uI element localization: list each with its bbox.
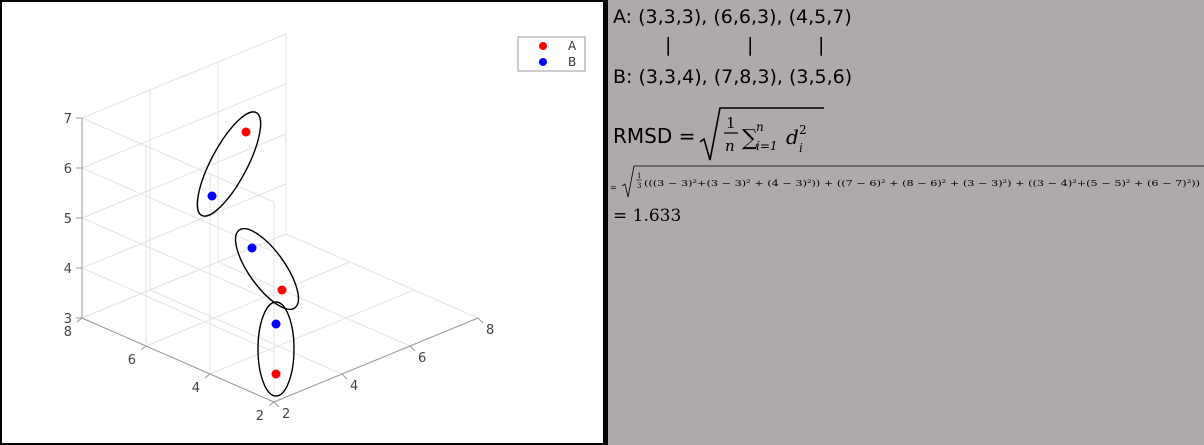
- gridline: [145, 261, 351, 347]
- legend-box: [517, 36, 586, 72]
- svg-text:(((3 − 3)²+(3 − 3)² + (4 − 3)²: (((3 − 3)²+(3 − 3)² + (4 − 3)²)) + ((7 −…: [644, 178, 1200, 188]
- gridline: [209, 289, 415, 375]
- pair-ellipses: [196, 111, 300, 397]
- svg-text:n: n: [756, 120, 764, 134]
- point-b: [247, 243, 257, 253]
- svg-text:1: 1: [726, 114, 736, 132]
- z-tick-label: 5: [64, 212, 72, 227]
- pair-ellipse: [234, 228, 300, 310]
- x-tick-mark: [409, 345, 416, 352]
- rmsd-result: = 1.633: [613, 206, 682, 226]
- gridline: [285, 233, 479, 319]
- math-panel: A: (3,3,3), (6,6,3), (4,5,7) | | | B: (3…: [608, 0, 1204, 445]
- point-a: [277, 285, 287, 295]
- z-tick-label: 3: [64, 312, 72, 327]
- x-tick-label: 6: [418, 351, 426, 366]
- pair-connector-2: |: [747, 34, 754, 56]
- legend-label-a: A: [568, 39, 577, 53]
- pair-connector-1: |: [665, 34, 672, 56]
- gridline: [81, 83, 287, 169]
- legend-marker-b: [539, 58, 547, 66]
- y-tick-label: 8: [64, 325, 72, 340]
- x-tick-mark: [341, 373, 348, 380]
- gridline: [81, 167, 275, 253]
- data-points: [207, 127, 287, 379]
- svg-text:n: n: [725, 137, 735, 155]
- gridline: [81, 267, 275, 353]
- svg-text:2: 2: [799, 123, 807, 137]
- x-tick-label: 4: [350, 379, 358, 394]
- point-b: [271, 319, 281, 329]
- gridline: [81, 133, 287, 219]
- rmsd-formula: 1 n ∑ n i=1 d 2 i: [699, 107, 824, 161]
- y-tick-mark: [268, 401, 275, 407]
- gridline: [149, 289, 343, 375]
- svg-text:d: d: [786, 125, 799, 149]
- svg-text:∑: ∑: [742, 126, 758, 151]
- point-a: [271, 369, 281, 379]
- y-tick-label: 4: [192, 381, 200, 396]
- legend-marker-a: [539, 42, 547, 50]
- x-tick-label: 2: [282, 407, 290, 422]
- legend: A B: [517, 36, 586, 72]
- gridline: [81, 183, 287, 269]
- set-b-points: B: (3,3,4), (7,8,3), (3,5,6): [613, 66, 853, 88]
- y-axis-line: [81, 317, 275, 403]
- x-tick-mark: [273, 401, 280, 408]
- point-a: [241, 127, 251, 137]
- pair-connector-3: |: [818, 34, 825, 56]
- x-tick-label: 8: [486, 323, 494, 338]
- z-tick-label: 6: [64, 162, 72, 177]
- svg-text:i=1: i=1: [756, 139, 778, 153]
- gridline: [81, 33, 287, 119]
- z-tick-label: 7: [64, 112, 72, 127]
- svg-text:i: i: [799, 141, 803, 155]
- y-tick-label: 6: [128, 353, 136, 368]
- y-tick-mark: [204, 373, 211, 379]
- svg-text:1: 1: [637, 172, 641, 180]
- y-tick-mark: [140, 345, 147, 351]
- y-tick-mark: [76, 317, 83, 323]
- pair-ellipse: [257, 301, 295, 397]
- rmsd-expanded-expression: = 1 3 (((3 − 3)²+(3 − 3)² + (4 − 3)²)) +…: [610, 165, 1204, 198]
- x-axis-line: [273, 317, 479, 403]
- pair-ellipse: [196, 111, 262, 217]
- x-tick-mark: [477, 317, 484, 324]
- rmsd-label: RMSD =: [613, 124, 696, 148]
- set-a-points: A: (3,3,3), (6,6,3), (4,5,7): [613, 6, 852, 28]
- z-tick-label: 4: [64, 262, 72, 277]
- grid-layer: [81, 33, 479, 403]
- point-b: [207, 191, 217, 201]
- svg-text:3: 3: [637, 182, 641, 190]
- gridline: [81, 217, 275, 303]
- y-tick-label: 2: [256, 409, 264, 424]
- legend-label-b: B: [568, 55, 576, 69]
- svg-text:=: =: [610, 183, 617, 192]
- gridline: [81, 117, 275, 203]
